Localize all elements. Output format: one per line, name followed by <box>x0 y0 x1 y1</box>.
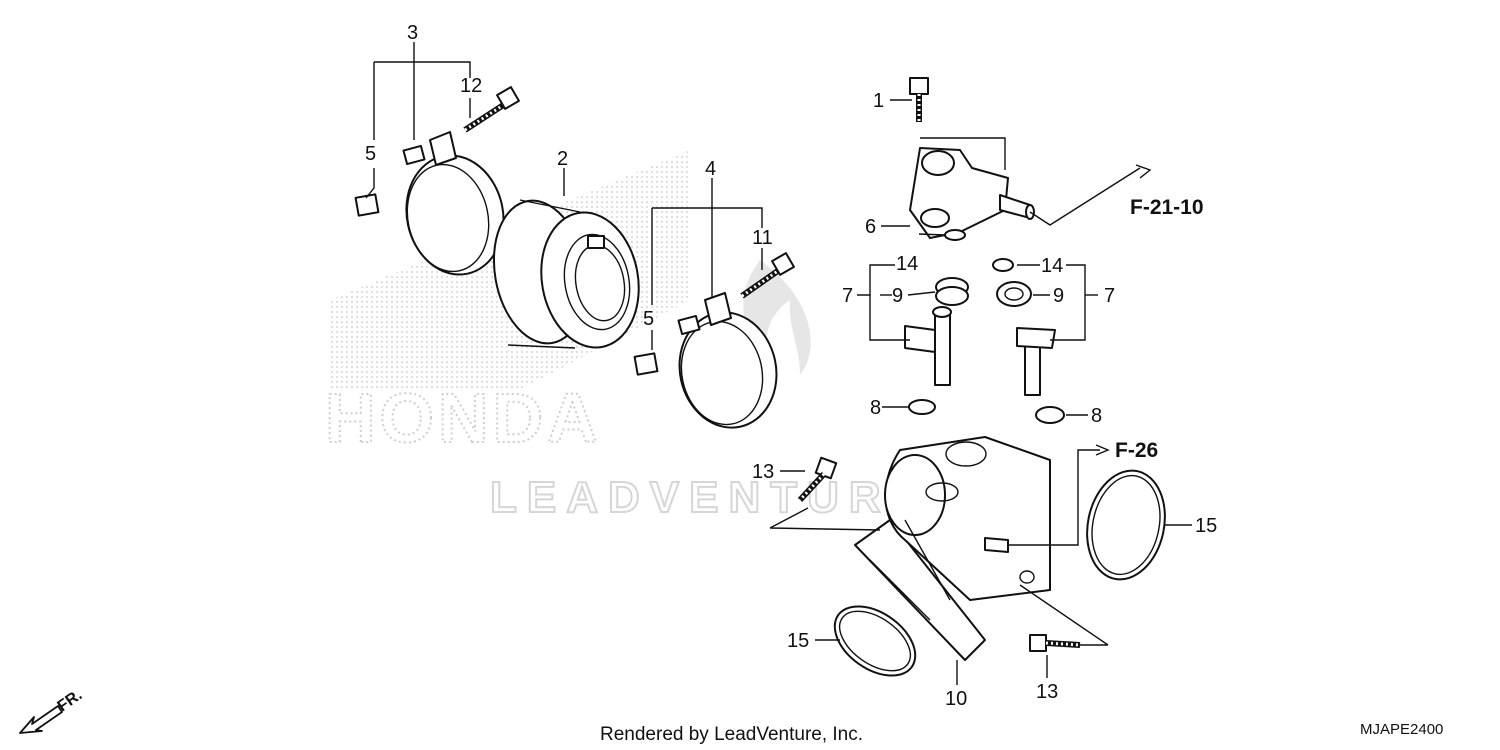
seal-part-9-right[interactable] <box>996 281 1032 307</box>
fuel-rail-part-6[interactable] <box>909 147 1035 239</box>
throttle-body-part-10[interactable] <box>854 436 1051 661</box>
callout-8-right: 8 <box>1091 405 1102 427</box>
callout-5-lower: 5 <box>643 308 654 330</box>
callout-1: 1 <box>873 90 884 112</box>
svg-text:HONDA: HONDA <box>325 379 602 457</box>
callout-6: 6 <box>865 216 876 238</box>
nut-part-5-upper[interactable] <box>354 193 380 217</box>
callout-10: 10 <box>945 688 967 710</box>
callout-11: 11 <box>752 227 773 249</box>
gasket-part-15-lower[interactable] <box>822 592 928 689</box>
reference-f-26[interactable]: F-26 <box>1115 439 1158 462</box>
callout-9-right: 9 <box>1053 285 1064 307</box>
callout-4: 4 <box>705 158 716 180</box>
callout-13-upper: 13 <box>752 461 774 483</box>
clamp-part-3[interactable] <box>396 131 515 284</box>
callout-12: 12 <box>460 75 482 97</box>
callout-14-left: 14 <box>896 253 918 275</box>
bolt-part-13-lower[interactable] <box>1029 634 1081 652</box>
clamp-part-4[interactable] <box>669 292 787 437</box>
leader-lines <box>365 42 1192 685</box>
injector-part-7-right[interactable] <box>1016 327 1056 396</box>
callout-2: 2 <box>557 148 568 170</box>
front-arrow-icon <box>19 705 63 734</box>
callout-3: 3 <box>407 22 418 44</box>
callout-15-lower: 15 <box>787 630 809 652</box>
injector-part-7-left[interactable] <box>904 306 952 386</box>
bolt-part-1[interactable] <box>909 77 929 122</box>
callout-labels: 3 12 5 2 4 11 5 1 6 14 7 9 8 14 9 7 8 13… <box>365 22 1217 710</box>
callout-14-right: 14 <box>1041 255 1063 277</box>
nut-part-5-lower[interactable] <box>633 352 659 376</box>
callout-15-right: 15 <box>1195 515 1217 537</box>
callout-7-left: 7 <box>842 285 853 307</box>
leadventure-watermark: LEADVENTURE <box>490 473 930 522</box>
footer-credit: Rendered by LeadVenture, Inc. <box>600 724 863 745</box>
seal-part-9-left[interactable] <box>935 277 969 306</box>
diagram-code: MJAPE2400 <box>1360 721 1443 738</box>
bolt-part-13-upper[interactable] <box>797 456 838 503</box>
callout-7-right: 7 <box>1104 285 1115 307</box>
bolt-part-12[interactable] <box>463 86 520 133</box>
callout-13-lower: 13 <box>1036 681 1058 703</box>
reference-f-21-10[interactable]: F-21-10 <box>1130 196 1204 219</box>
seal-part-8-right[interactable] <box>1035 406 1065 424</box>
bolt-part-11[interactable] <box>740 252 795 299</box>
callout-9-left: 9 <box>892 285 903 307</box>
callout-8-left: 8 <box>870 397 881 419</box>
gasket-part-15-right[interactable] <box>1077 463 1174 586</box>
o-ring-part-14-right[interactable] <box>992 258 1014 272</box>
callout-5-upper: 5 <box>365 143 376 165</box>
intake-boot-part-2[interactable] <box>483 193 649 355</box>
o-ring-part-14-left[interactable] <box>944 229 966 241</box>
seal-part-8-left[interactable] <box>908 399 936 415</box>
